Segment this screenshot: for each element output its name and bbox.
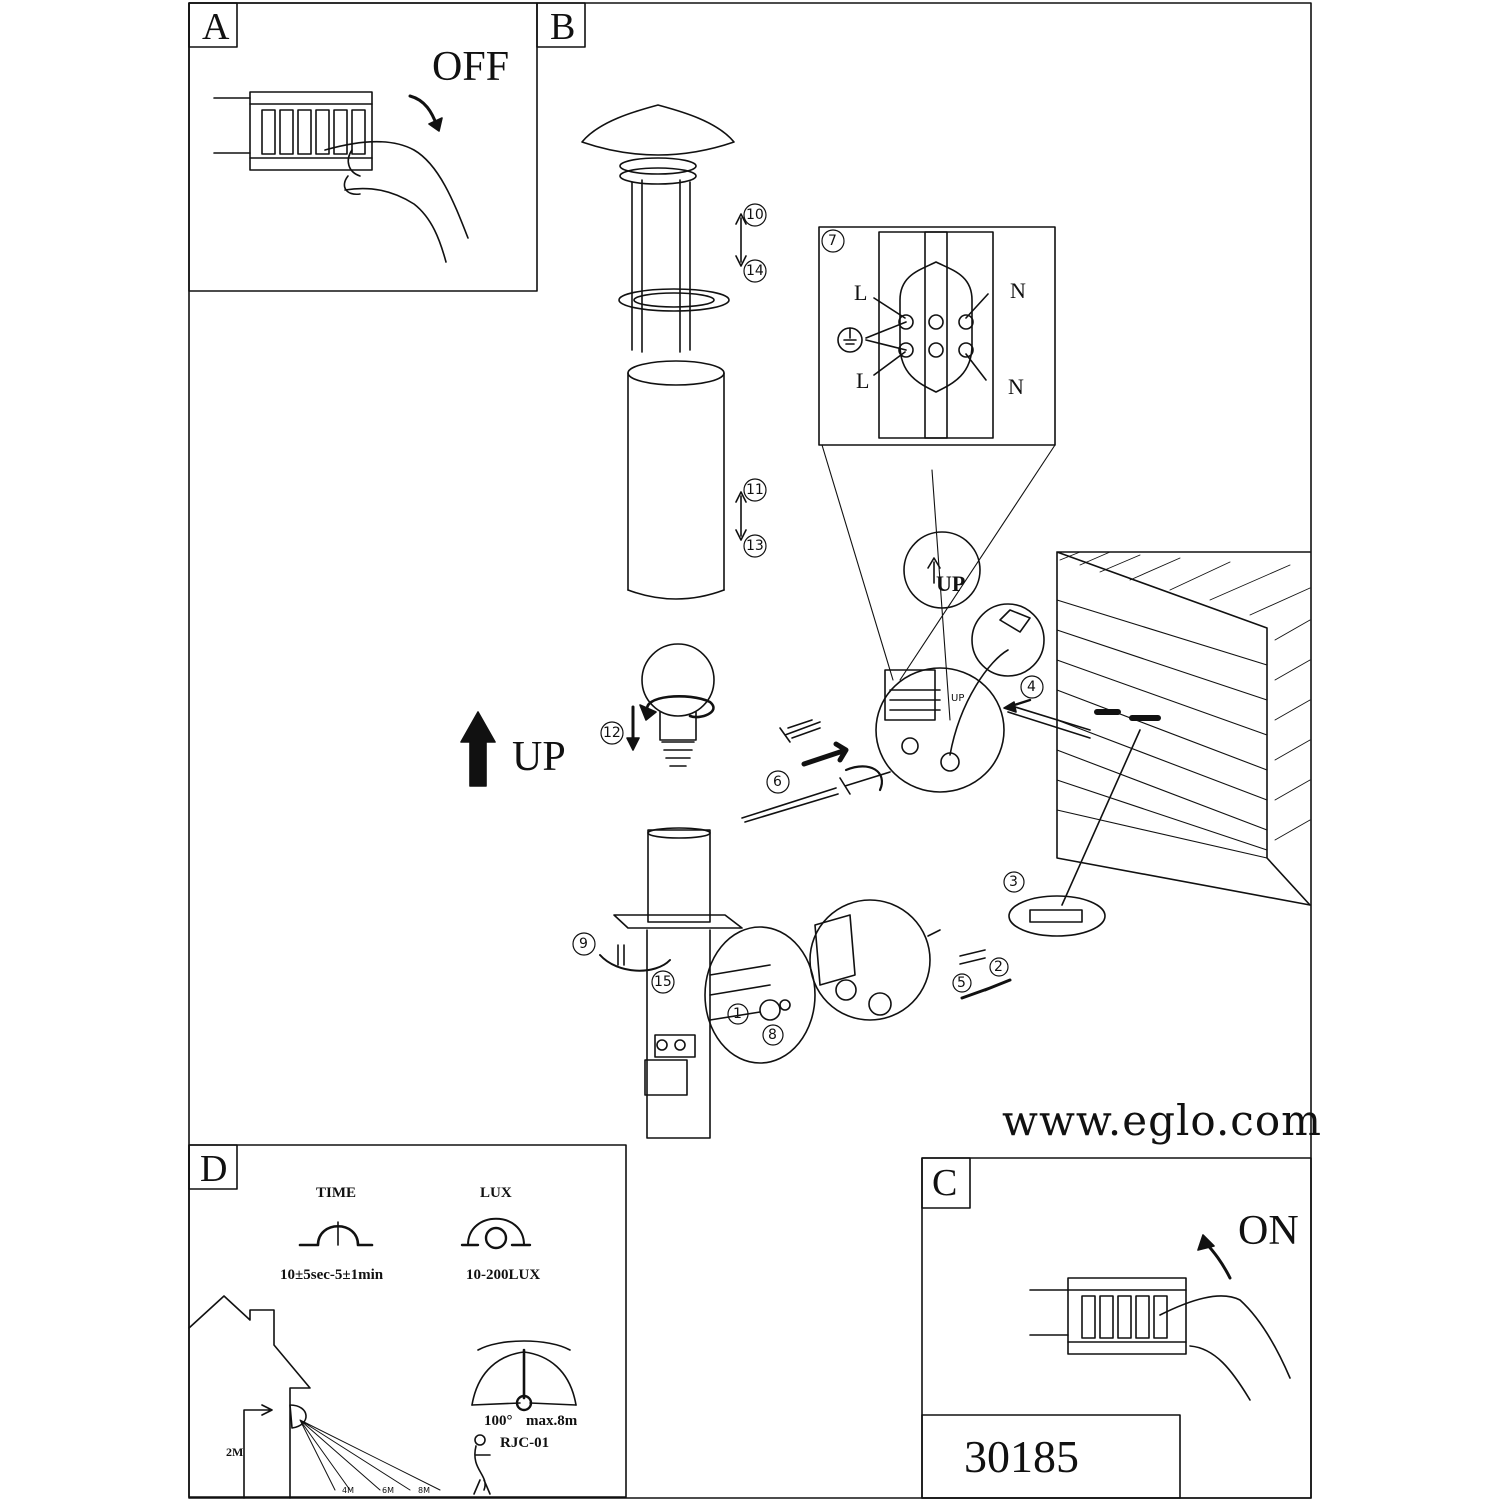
mounting-plate-assembly bbox=[875, 531, 1091, 793]
breaker-switches bbox=[261, 109, 366, 155]
circled-numbers bbox=[572, 203, 1044, 1046]
lux-title: LUX bbox=[480, 1185, 512, 1201]
screws bbox=[741, 719, 891, 823]
sensor-model: RJC-01 bbox=[500, 1435, 550, 1451]
detection-angle: 100° bbox=[484, 1413, 513, 1429]
step-6: 6 bbox=[773, 774, 782, 790]
off-label: OFF bbox=[432, 44, 510, 90]
breaker-on-illustration bbox=[1029, 1234, 1291, 1401]
step-8: 8 bbox=[768, 1027, 777, 1043]
up-badge bbox=[903, 531, 981, 609]
panel-c-letter: C bbox=[932, 1162, 958, 1204]
hand-outline bbox=[324, 140, 469, 239]
step-12: 12 bbox=[603, 725, 621, 741]
drill-illustration bbox=[1008, 895, 1106, 937]
step-7: 7 bbox=[828, 233, 837, 249]
plate-up-label: UP bbox=[951, 693, 965, 704]
panel-a-box bbox=[188, 2, 538, 292]
wire-label-l-top: L bbox=[854, 280, 868, 305]
step-11: 11 bbox=[746, 482, 764, 498]
step-10: 10 bbox=[746, 207, 764, 223]
product-code: 30185 bbox=[964, 1431, 1079, 1482]
distance-mark-6m: 6M bbox=[382, 1486, 394, 1495]
detection-distance: max.8m bbox=[526, 1413, 578, 1429]
step-13: 13 bbox=[746, 538, 764, 554]
terminal-block-inset bbox=[818, 226, 1056, 721]
step-9: 9 bbox=[579, 936, 588, 952]
detection-range-icon bbox=[471, 1340, 577, 1495]
brick-wall bbox=[1008, 551, 1311, 937]
time-range: 10±5sec-5±1min bbox=[280, 1267, 384, 1283]
wire-label-n-bottom: N bbox=[1008, 374, 1024, 399]
up-arrow-large bbox=[460, 711, 496, 787]
house-sensor-diagram bbox=[188, 1295, 441, 1499]
distance-mark-8m: 8M bbox=[418, 1486, 430, 1495]
lux-range: 10-200LUX bbox=[466, 1267, 541, 1283]
on-label: ON bbox=[1238, 1208, 1299, 1254]
breaker-off-illustration bbox=[213, 91, 469, 263]
lux-icon bbox=[460, 1217, 532, 1250]
step-5: 5 bbox=[957, 975, 966, 991]
step-1: 1 bbox=[733, 1006, 742, 1022]
time-title: TIME bbox=[316, 1185, 357, 1201]
step-arrows bbox=[735, 213, 747, 541]
step-3: 3 bbox=[1009, 874, 1018, 890]
bulb bbox=[626, 643, 715, 767]
post-assembly bbox=[599, 827, 1012, 1139]
hand-outline-c bbox=[1159, 1295, 1291, 1379]
mount-height: 2M bbox=[226, 1445, 244, 1459]
panel-d-letter: D bbox=[200, 1148, 228, 1190]
time-icon bbox=[298, 1221, 374, 1247]
step-2: 2 bbox=[994, 959, 1003, 975]
panel-b-letter: B bbox=[550, 6, 576, 48]
up-badge-label: UP bbox=[936, 571, 966, 596]
panel-a-letter: A bbox=[202, 6, 230, 48]
glass-cylinder bbox=[627, 360, 725, 600]
panel-frames bbox=[188, 2, 1312, 1499]
distance-mark-4m: 4M bbox=[342, 1486, 354, 1495]
wire-label-n-top: N bbox=[1010, 278, 1026, 303]
step-4: 4 bbox=[1027, 679, 1036, 695]
rotate-arrow bbox=[645, 695, 715, 719]
step-15: 15 bbox=[654, 974, 672, 990]
lamp-head bbox=[581, 104, 735, 353]
code-box bbox=[921, 1414, 1181, 1499]
wire-label-l-bottom: L bbox=[856, 368, 870, 393]
panel-d-box bbox=[188, 1144, 627, 1498]
step-14: 14 bbox=[746, 263, 764, 279]
website-url: www.eglo.com bbox=[1002, 1096, 1322, 1145]
up-label: UP bbox=[512, 734, 566, 780]
